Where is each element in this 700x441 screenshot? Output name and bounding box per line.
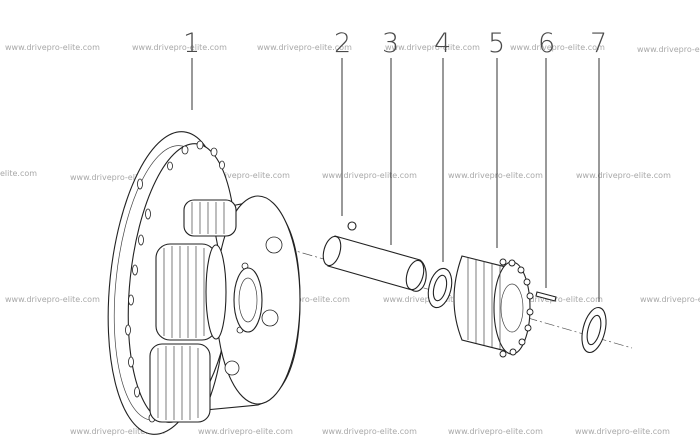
- watermark: www.drivepro-elite.com: [448, 427, 543, 436]
- watermark-layer: www.drivepro-elite.com www.drivepro-elit…: [0, 43, 700, 436]
- watermark: www.drivepro-elite.com: [448, 171, 543, 180]
- watermark: www.drivepro-elite.com: [70, 427, 165, 436]
- part-1-planet-carrier: [107, 131, 301, 435]
- watermark: www.drivepro-elite.com: [195, 171, 290, 180]
- watermark: www.drivepro-elite.com: [322, 171, 417, 180]
- watermark: www.drivepro-elite.com: [322, 427, 417, 436]
- callout-3: 3: [382, 28, 399, 59]
- planet-gear-middle: [155, 243, 227, 341]
- watermark: www.drivepro-elite.com: [132, 43, 227, 52]
- watermark: www.drivepro-elite.com: [198, 427, 293, 436]
- part-5-planet-gear: [453, 255, 534, 358]
- watermark-partial: elite.com: [0, 169, 37, 178]
- part-2-ball: [347, 221, 357, 231]
- planet-gear-bottom: [149, 343, 211, 423]
- callout-7: 7: [590, 28, 607, 59]
- watermark: www.drivepro-elite.com: [576, 171, 671, 180]
- part-6-small-pin: [535, 291, 557, 302]
- part-3-shaft-pin: [322, 235, 427, 292]
- callout-4: 4: [434, 28, 451, 59]
- watermark: www.drivepro-elite.com: [510, 43, 605, 52]
- watermark: www.drivepro-elite.com: [575, 427, 670, 436]
- planet-gear-top: [183, 199, 237, 237]
- callout-2: 2: [334, 28, 351, 59]
- watermark: www.drivepro-elite.com: [385, 43, 480, 52]
- watermark: www.drivepro-elite.com: [640, 295, 700, 304]
- watermark: www.drivepro-elite.com: [5, 295, 100, 304]
- watermark: www.drivepro-elite.com: [255, 295, 350, 304]
- callouts: 1 2 3 4 5 6 7: [183, 28, 607, 302]
- watermark: www.drivepro-elite.com: [257, 43, 352, 52]
- watermark: www.drivepro-elite.com: [70, 173, 165, 182]
- part-7-washer: [581, 306, 607, 354]
- watermark: www.drivepro-elite.com: [5, 43, 100, 52]
- callout-6: 6: [538, 28, 555, 59]
- watermark: www.drivepro-elite.com: [637, 45, 700, 54]
- part-4-thrust-washer: [427, 267, 453, 309]
- callout-1: 1: [183, 28, 200, 59]
- callout-5: 5: [488, 28, 505, 59]
